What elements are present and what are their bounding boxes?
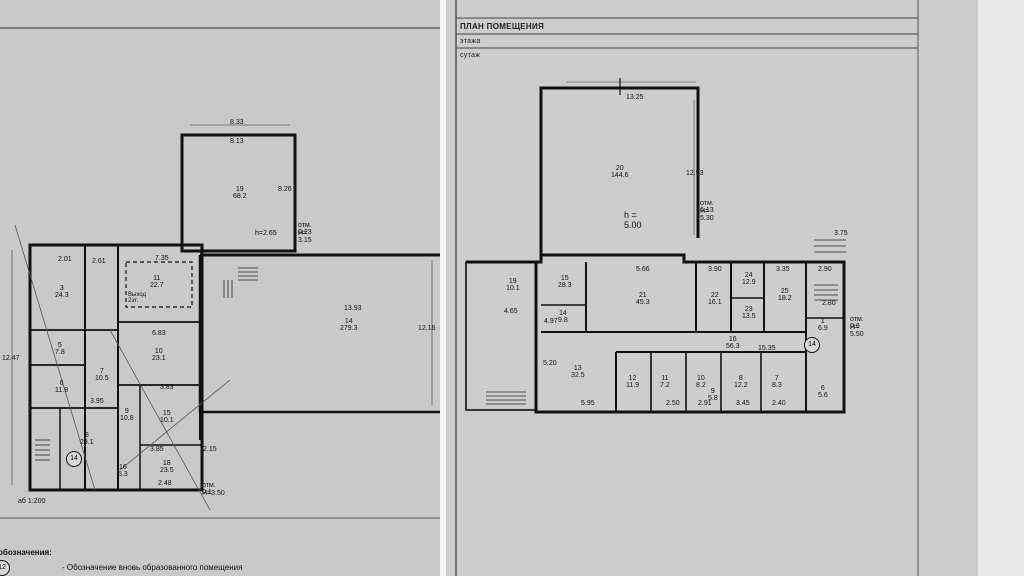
dim-side-main: 12.16	[418, 325, 436, 332]
mark-bottom: отм. 0.1	[202, 482, 216, 496]
dim-d6-right: 2.50	[666, 400, 680, 407]
dim-left-b: 7.35	[155, 255, 169, 262]
dim-top-ext-b: 8.13	[230, 138, 244, 145]
dim-d7: 2.48	[158, 480, 172, 487]
floor-plan-sheet-left: аб 1:200 обозначения: 12 - Обозначение в…	[0, 0, 440, 576]
left-block-walls	[28, 243, 204, 492]
dim-side-ext: 8.26	[278, 186, 292, 193]
plan-title: ПЛАН ПОМЕЩЕНИЯ	[460, 22, 545, 31]
sheet-gap	[440, 0, 446, 576]
dim-d15-right: 4.97	[544, 318, 558, 325]
dim-left-a: 2.01	[58, 256, 72, 263]
dim-main-a: 13.93	[344, 305, 362, 312]
plan-subtitle-b: сутаж	[460, 52, 481, 59]
dim-d5: 2.61	[92, 258, 106, 265]
dim-d10-right: 15.35	[758, 345, 776, 352]
mark-a: отм. 6.13	[700, 200, 714, 214]
dim-d12-right: 4.65	[504, 308, 518, 315]
mark-bottom-h: H=3.50	[202, 490, 225, 497]
dim-top: 13.25	[626, 94, 644, 101]
dim-d2-right: 3.90	[708, 266, 722, 273]
scale-label: аб 1:200	[18, 498, 46, 505]
dim-d4: 2.15	[203, 446, 217, 453]
height-mark-right: h = 5.00	[624, 210, 642, 230]
dim-d7-right: 2.91	[698, 400, 712, 407]
stair-label: Выход 2эт.	[128, 292, 146, 304]
dim-d2: 3.83	[160, 384, 174, 391]
dim-d3: 3.85	[150, 446, 164, 453]
section-marker-left: 14	[66, 451, 82, 467]
dim-d4-right: 2.90	[818, 266, 832, 273]
legend-title: обозначения:	[0, 548, 52, 557]
dim-d9-right: 2.40	[772, 400, 786, 407]
dim-d11-right: 5.20	[543, 360, 557, 367]
floor-plan-right	[455, 0, 919, 576]
mark-b: отм. 0.6	[850, 316, 864, 330]
dim-d14-right: 2.80	[822, 300, 836, 307]
mark-b-h: H= 5.50	[850, 324, 864, 338]
dim-left-total: 12.47	[2, 355, 20, 362]
plan-subtitle-a: этажа	[460, 38, 481, 45]
dim-d3-right: 3.35	[776, 266, 790, 273]
legend-text: - Обозначение вновь образованного помеще…	[62, 563, 243, 572]
mark-top: отм. 0.23	[298, 222, 312, 236]
section-marker-right: 14	[804, 337, 820, 353]
dim-d13-right: 3.75	[834, 230, 848, 237]
dim-side: 12.93	[686, 170, 704, 177]
dim-d5-right: 5.95	[581, 400, 595, 407]
dim-d6: 3.95	[90, 398, 104, 405]
dim-height-mark: h=2.65	[255, 230, 277, 237]
background-edge	[978, 0, 1024, 576]
dim-top-ext-a: 8.33	[230, 119, 244, 126]
dim-d1-right: 5.66	[636, 266, 650, 273]
mark-top-h: H= 3.15	[298, 230, 312, 244]
floor-plan-left	[0, 27, 440, 519]
mark-a-h: H= 5.30	[700, 208, 714, 222]
room-19-walls	[180, 133, 297, 253]
dim-d8-right: 3.45	[736, 400, 750, 407]
dim-d1: 6.83	[152, 330, 166, 337]
